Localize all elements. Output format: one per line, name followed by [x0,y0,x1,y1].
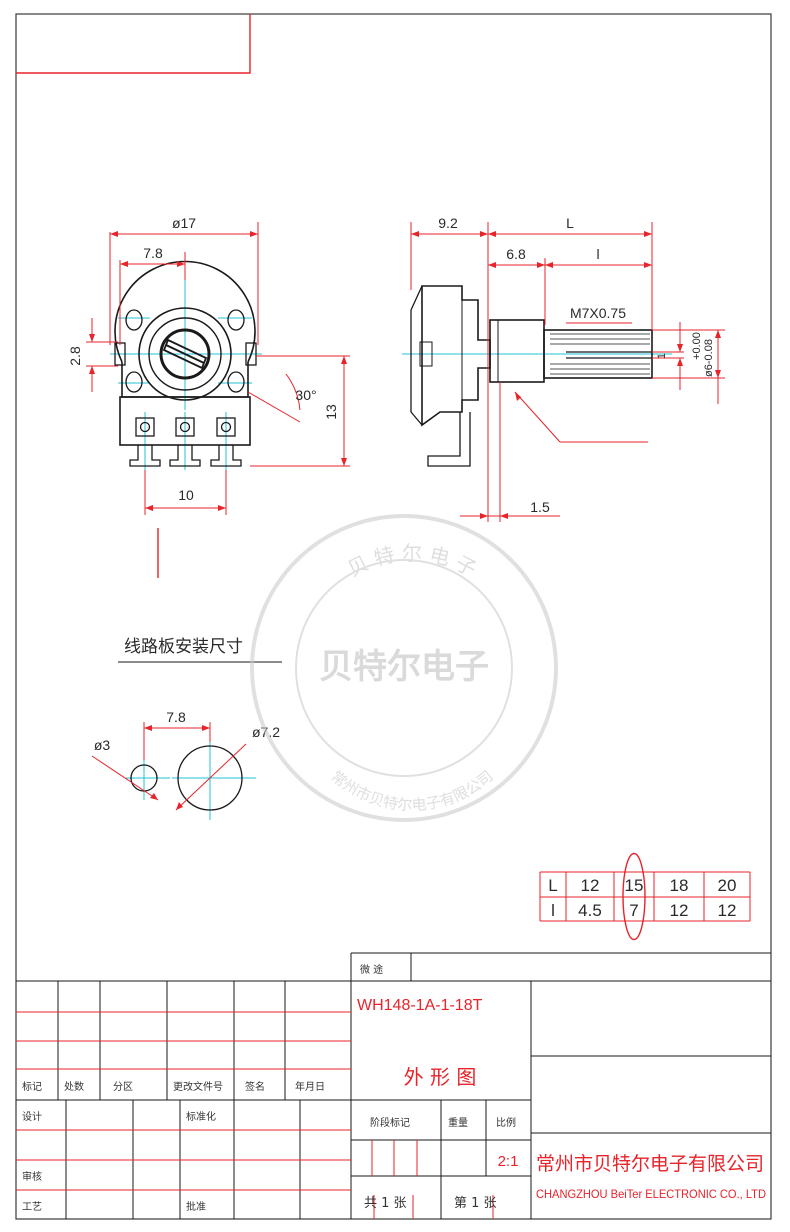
watermark-ring-bottom: 常州市贝特尔电子有限公司 [327,767,496,814]
sign-design: 设计 [22,1110,42,1123]
front-view: ø17 7.8 2.8 30° 13 10 [67,215,350,515]
pcb-layout: 线路板安装尺寸 7.8 ø3 ø7.2 [91,637,282,820]
title-block: 微 途 WH148-1A-1-18T 外 形 图 标记 处数 分区 更改文件号 … [16,952,771,1219]
tolerance-upper: +0.00 [691,332,703,360]
table-cell: L [548,876,557,895]
dim-pin-offset: 1.5 [530,499,550,515]
table-cell: l [551,901,555,920]
rev-header-count: 处数 [64,1080,84,1093]
rev-header-doc: 更改文件号 [173,1080,223,1093]
dim-height: 13 [323,404,339,420]
watermark-center: 贝特尔电子 [319,647,489,687]
stage-label: 阶段标记 [370,1116,410,1129]
table-cell: 7 [629,901,638,920]
drawing-name: 外 形 图 [404,1065,477,1089]
table-cell: 12 [670,901,689,920]
table-cell: 20 [718,876,737,895]
dim-pin-spacing: 10 [178,487,194,503]
rev-header-zone: 分区 [113,1081,133,1093]
dim-lug: 2.8 [67,346,83,366]
pcb-title: 线路板安装尺寸 [124,637,243,657]
scale-value: 2:1 [498,1153,519,1170]
standardization-label: 标准化 [186,1110,216,1123]
dim-angle: 30° [295,387,316,403]
svg-text:常州市贝特尔电子有限公司: 常州市贝特尔电子有限公司 [327,767,496,814]
rev-header-sign: 签名 [245,1080,265,1093]
watermark-seal: 贝特尔电子 贝 特 尔 电 子 常州市贝特尔电子有限公司 [250,514,558,822]
dim-bushing: 6.8 [506,246,526,262]
approval-label: 批准 [186,1200,206,1213]
pcb-hole-small: ø3 [94,737,111,753]
dim-total-length: L [566,215,574,231]
part-number: WH148-1A-1-18T [357,997,483,1014]
sheets-total: 共 1 张 [364,1196,407,1211]
length-table: L 12 15 18 20 l 4.5 7 12 12 [539,852,751,941]
sign-review: 审核 [22,1170,42,1183]
side-view: 9.2 L 6.8 l M7X0.75 +0.00 ø6-0.08 1 1.5 [402,215,725,522]
table-cell: 12 [718,901,737,920]
table-cell: 12 [581,876,600,895]
scale-label: 比例 [496,1116,516,1129]
watermark-ring-top: 贝 特 尔 电 子 [344,541,481,581]
pcb-spacing: 7.8 [166,709,186,725]
table-cell: 15 [625,876,644,895]
usage-label: 微 途 [360,963,383,976]
sign-process: 工艺 [22,1201,42,1213]
company-name-en: CHANGZHOU BeiTer ELECTRONIC CO., LTD [536,1187,766,1201]
corner-box [16,14,251,74]
sheet-number: 第 1 张 [454,1196,497,1211]
dim-shaft: l [596,246,599,262]
company-name-cn: 常州市贝特尔电子有限公司 [536,1153,764,1175]
dim-flange: 9.2 [438,215,458,231]
dim-body-diameter: ø17 [172,215,196,231]
sheet-border [15,13,772,1220]
dim-pitch: 7.8 [143,245,163,261]
table-cell: 4.5 [578,901,602,920]
tolerance-lower: ø6-0.08 [703,339,715,377]
dim-flat: 1 [656,353,668,359]
thread-spec: M7X0.75 [570,305,626,321]
rev-header-date: 年月日 [295,1080,325,1093]
weight-label: 重量 [448,1116,468,1129]
rev-header-mark: 标记 [22,1081,42,1093]
svg-text:贝 特 尔 电 子: 贝 特 尔 电 子 [344,541,481,581]
table-cell: 18 [670,876,689,895]
highlight-oval [622,852,646,941]
